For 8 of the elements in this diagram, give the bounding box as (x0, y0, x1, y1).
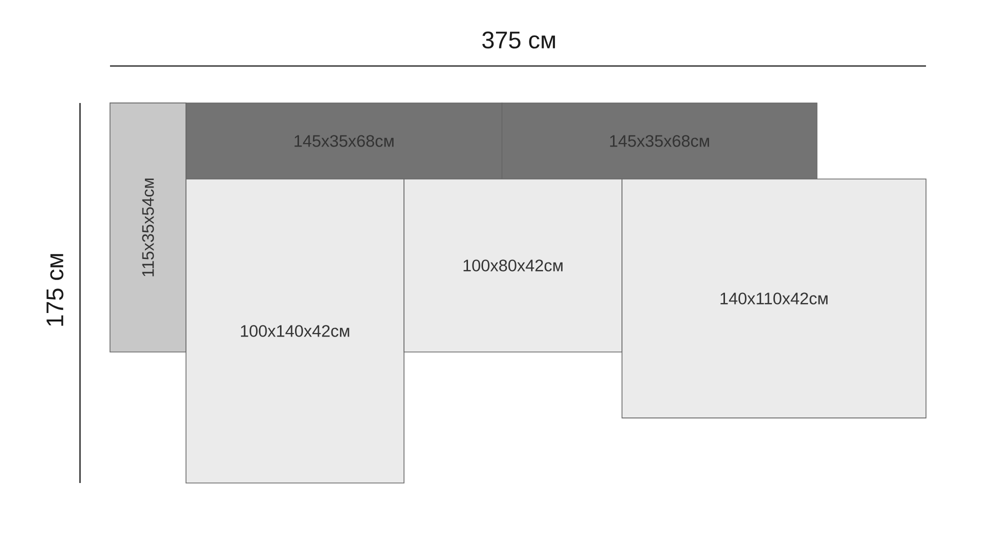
armrest-block: 115x35x54см (110, 102, 186, 352)
dimension-label: 175 см (46, 254, 64, 326)
backrest-block: 145x35x68см (502, 102, 818, 180)
seat-block: 100x140x42см (186, 178, 404, 484)
dimension-label: 375 см (482, 31, 555, 48)
backrest-block: 145x35x68см (186, 102, 502, 180)
seat-block: 100x80x42см (404, 178, 622, 352)
seat-block: 140x110x42см (622, 178, 926, 418)
